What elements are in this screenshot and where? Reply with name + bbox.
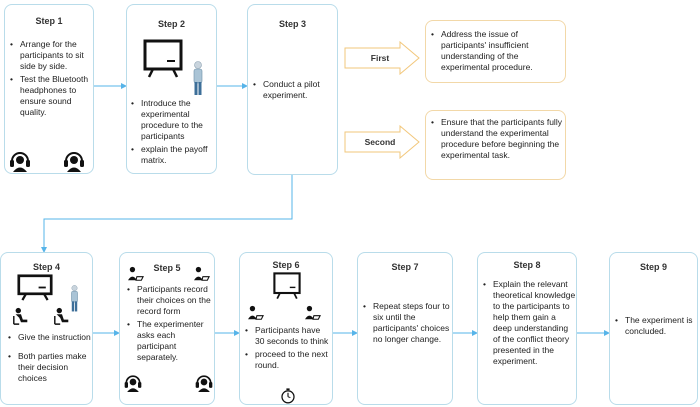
headphone-person-icon xyxy=(195,375,213,392)
step-1-title: Step 1 xyxy=(35,16,63,26)
step-8-title: Step 8 xyxy=(513,260,541,270)
writing-person-icon xyxy=(305,305,321,320)
presentation-board-icon xyxy=(143,39,183,78)
step-1-bullet: Test the Bluetooth headphones to ensure … xyxy=(9,74,93,118)
step-8-bullet: Explain the relevant theoretical knowled… xyxy=(482,279,576,367)
step-9-bullet: The experiment is concluded. xyxy=(614,315,696,337)
stopwatch-icon xyxy=(281,388,295,404)
step-4-box: Step 4 Give the instruction Both parties… xyxy=(0,252,93,405)
step-7-bullets: Repeat steps four to six until the parti… xyxy=(362,301,452,347)
step-6-title: Step 6 xyxy=(272,260,300,270)
step-9-title: Step 9 xyxy=(639,262,667,272)
step-4-title: Step 4 xyxy=(32,262,60,272)
first-arrow-label: First xyxy=(370,53,390,63)
step-8-box: Step 8 Explain the relevant theoretical … xyxy=(477,252,577,405)
step-5-bullet: Participants record their choices on the… xyxy=(126,284,214,317)
second-branch-bullets: Ensure that the participants fully under… xyxy=(430,117,562,163)
presenter-person-icon xyxy=(71,285,78,312)
step-3-bullet: Conduct a pilot experiment. xyxy=(252,79,336,101)
step-2-bullet: Introduce the experimental procedure to … xyxy=(130,98,216,142)
second-branch-box: Ensure that the participants fully under… xyxy=(425,110,566,180)
step-5-box: Step 5 Participants record their choices… xyxy=(119,252,215,405)
step-4-bullets: Give the instruction Both parties make t… xyxy=(7,332,91,386)
step-1-bullets: Arrange for the participants to sit side… xyxy=(9,39,93,120)
headphone-person-icon xyxy=(10,152,30,172)
second-arrow-label: Second xyxy=(364,137,396,147)
writing-person-icon xyxy=(128,266,144,281)
step-2-bullets: Introduce the experimental procedure to … xyxy=(130,98,216,168)
seated-person-icon xyxy=(54,307,69,325)
writing-person-icon xyxy=(194,266,210,281)
step-2-bullet: explain the payoff matrix. xyxy=(130,144,216,166)
step-8-bullets: Explain the relevant theoretical knowled… xyxy=(482,279,576,369)
step-5-bullet: The experimenter asks each participant s… xyxy=(126,319,214,363)
second-branch-text: Ensure that the participants fully under… xyxy=(430,117,562,161)
first-branch-bullets: Address the issue of participants' insuf… xyxy=(430,29,562,75)
first-branch-box: Address the issue of participants' insuf… xyxy=(425,20,566,83)
step-2-box: Step 2 Introduce the experimental proced… xyxy=(126,4,217,174)
step-5-bullets: Participants record their choices on the… xyxy=(126,284,214,365)
step-1-bullet: Arrange for the participants to sit side… xyxy=(9,39,93,72)
presenter-person-icon xyxy=(193,61,203,95)
step-7-bullet: Repeat steps four to six until the parti… xyxy=(362,301,452,345)
step-4-bullet: Give the instruction xyxy=(7,332,91,343)
step-5-title: Step 5 xyxy=(153,263,181,273)
first-arrow xyxy=(344,41,420,75)
step-6-box: Step 6 Participants have 30 seconds to t… xyxy=(239,252,333,405)
step-4-bullet: Both parties make their decision choices xyxy=(7,351,91,384)
step-3-box: Step 3 Conduct a pilot experiment. xyxy=(247,4,338,175)
arrow-step3-step4 xyxy=(41,175,293,253)
step-3-title: Step 3 xyxy=(278,19,306,29)
step-6-bullets: Participants have 30 seconds to think pr… xyxy=(244,325,332,373)
step-2-title: Step 2 xyxy=(157,19,185,29)
step-9-box: Step 9 The experiment is concluded. xyxy=(609,252,698,405)
writing-person-icon xyxy=(248,305,264,320)
headphone-person-icon xyxy=(124,375,142,392)
first-branch-text: Address the issue of participants' insuf… xyxy=(430,29,562,73)
presentation-board-icon xyxy=(17,274,53,301)
presentation-board-icon xyxy=(273,272,301,299)
seated-person-icon xyxy=(13,307,28,325)
step-9-bullets: The experiment is concluded. xyxy=(614,315,696,339)
step-6-bullet: Participants have 30 seconds to think xyxy=(244,325,332,347)
second-arrow xyxy=(344,125,420,159)
step-3-bullets: Conduct a pilot experiment. xyxy=(252,79,336,103)
step-6-bullet: proceed to the next round. xyxy=(244,349,332,371)
step-7-box: Step 7 Repeat steps four to six until th… xyxy=(357,252,453,405)
headphone-person-icon xyxy=(64,152,84,172)
step-1-box: Step 1 Arrange for the participants to s… xyxy=(4,4,94,174)
step-7-title: Step 7 xyxy=(391,262,419,272)
